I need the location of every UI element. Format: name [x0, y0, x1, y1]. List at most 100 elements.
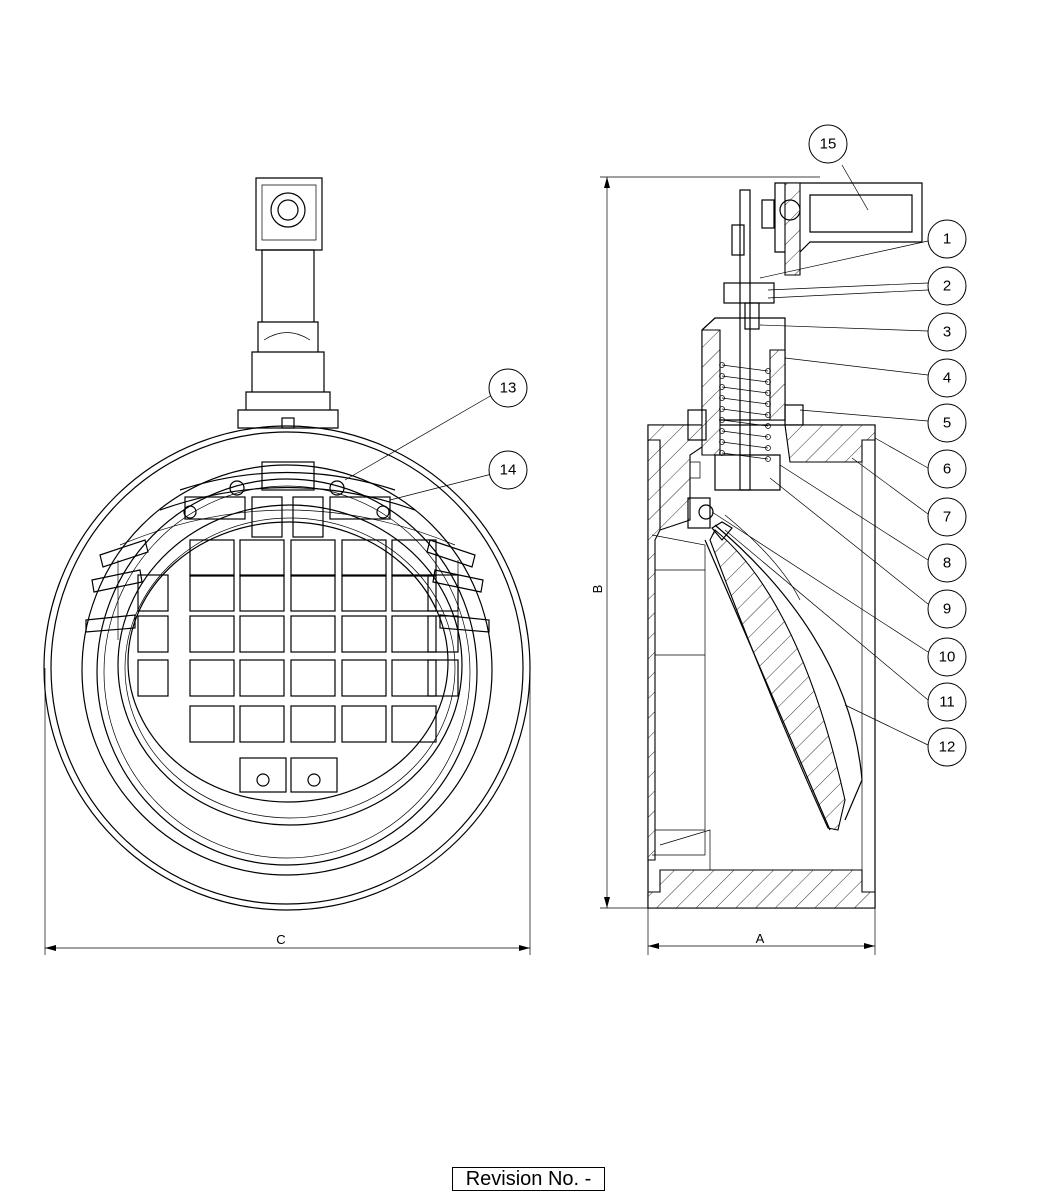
balloon-number: 12 [939, 739, 956, 756]
disc-section [709, 529, 846, 831]
balloon-number: 11 [939, 694, 955, 711]
spring-coil [721, 419, 769, 427]
balloon-circle [927, 358, 967, 398]
spring-coil [721, 441, 769, 449]
grid-cell [189, 659, 235, 697]
grid-cell [341, 574, 387, 612]
spring-wire-section [719, 373, 725, 379]
spring-wire-section [765, 368, 771, 374]
balloon-circle [488, 368, 528, 408]
grid-cell [239, 539, 285, 577]
spring-coil [721, 397, 769, 405]
spring-coil [721, 386, 769, 394]
spring-wire-section [765, 434, 771, 440]
balloon-4: 4 [927, 358, 967, 398]
spring-wire-section [765, 412, 771, 418]
limit-switch [774, 182, 923, 253]
balloon-8: 8 [927, 543, 967, 583]
grid-cell [290, 659, 336, 697]
balloon-number: 3 [943, 324, 951, 341]
balloon-number: 8 [943, 555, 951, 572]
balloon-5: 5 [927, 403, 967, 443]
balloon-circle [927, 219, 967, 259]
balloon-circle [927, 543, 967, 583]
front-view [43, 177, 531, 911]
grid-cell [189, 705, 235, 743]
grid-cell [290, 574, 336, 612]
balloon-circle [488, 450, 528, 490]
balloon-14: 14 [488, 450, 528, 490]
grid-cell [189, 574, 235, 612]
balloon-number: 5 [943, 415, 951, 432]
balloon-number: 7 [943, 509, 951, 526]
balloon-number: 13 [500, 380, 517, 397]
balloon-number: 4 [943, 370, 951, 387]
grid-cell [427, 659, 459, 697]
spring-wire-section [765, 379, 771, 385]
balloon-number: 15 [820, 136, 837, 153]
grid-cell [290, 539, 336, 577]
leader-lines [344, 164, 929, 746]
spring-wire-section [719, 428, 725, 434]
balloon-circle [927, 637, 967, 677]
spring-wire-section [765, 423, 771, 429]
balloon-3: 3 [927, 312, 967, 352]
grid-cell [391, 659, 437, 697]
balloon-number: 2 [943, 278, 951, 295]
balloon-circle [808, 124, 848, 164]
grid-cell [137, 574, 169, 612]
dim-label-b: B [590, 585, 605, 594]
grid-cell [290, 615, 336, 653]
side-section-view [647, 182, 923, 909]
balloon-circle [927, 589, 967, 629]
balloon-circle [927, 727, 967, 767]
grid-cell [391, 615, 437, 653]
balloon-7: 7 [927, 497, 967, 537]
balloon-13: 13 [488, 368, 528, 408]
dim-label-c: C [276, 932, 285, 947]
grid-cell [239, 615, 285, 653]
actuator-cap [255, 177, 323, 251]
balloon-1: 1 [927, 219, 967, 259]
spring-wire-section [765, 445, 771, 451]
grid-cell [341, 705, 387, 743]
balloon-9: 9 [927, 589, 967, 629]
balloon-2: 2 [927, 266, 967, 306]
balloon-15: 15 [808, 124, 848, 164]
spring-wire-section [719, 362, 725, 368]
grid-cell [341, 659, 387, 697]
grid-cell [341, 615, 387, 653]
left-lugs [85, 539, 149, 640]
stem [739, 189, 751, 491]
grid-cell [137, 615, 169, 653]
grid-cell [290, 705, 336, 743]
spring [719, 362, 771, 462]
dimension-lines [44, 176, 876, 955]
grid-cell [427, 574, 459, 612]
spring-wire-section [719, 439, 725, 445]
revision-label: Revision No. - [452, 1167, 605, 1191]
balloon-circle [927, 497, 967, 537]
actuator-base [237, 409, 339, 429]
spring-wire-section [765, 401, 771, 407]
spring-wire-section [765, 456, 771, 462]
spring-wire-section [719, 384, 725, 390]
body-outer-rim [43, 425, 531, 911]
spring-wire-section [719, 406, 725, 412]
grid-cell [239, 705, 285, 743]
balloon-number: 1 [943, 231, 951, 248]
spring-wire-section [765, 390, 771, 396]
grid-cell [239, 659, 285, 697]
balloon-number: 6 [943, 461, 951, 478]
balloon-circle [927, 266, 967, 306]
spring-coil [721, 430, 769, 438]
balloon-12: 12 [927, 727, 967, 767]
balloon-number: 10 [939, 649, 956, 666]
spring-wire-section [719, 450, 725, 456]
spring-coil [721, 452, 769, 460]
balloon-circle [927, 682, 967, 722]
balloon-10: 10 [927, 637, 967, 677]
grid-cell [239, 574, 285, 612]
